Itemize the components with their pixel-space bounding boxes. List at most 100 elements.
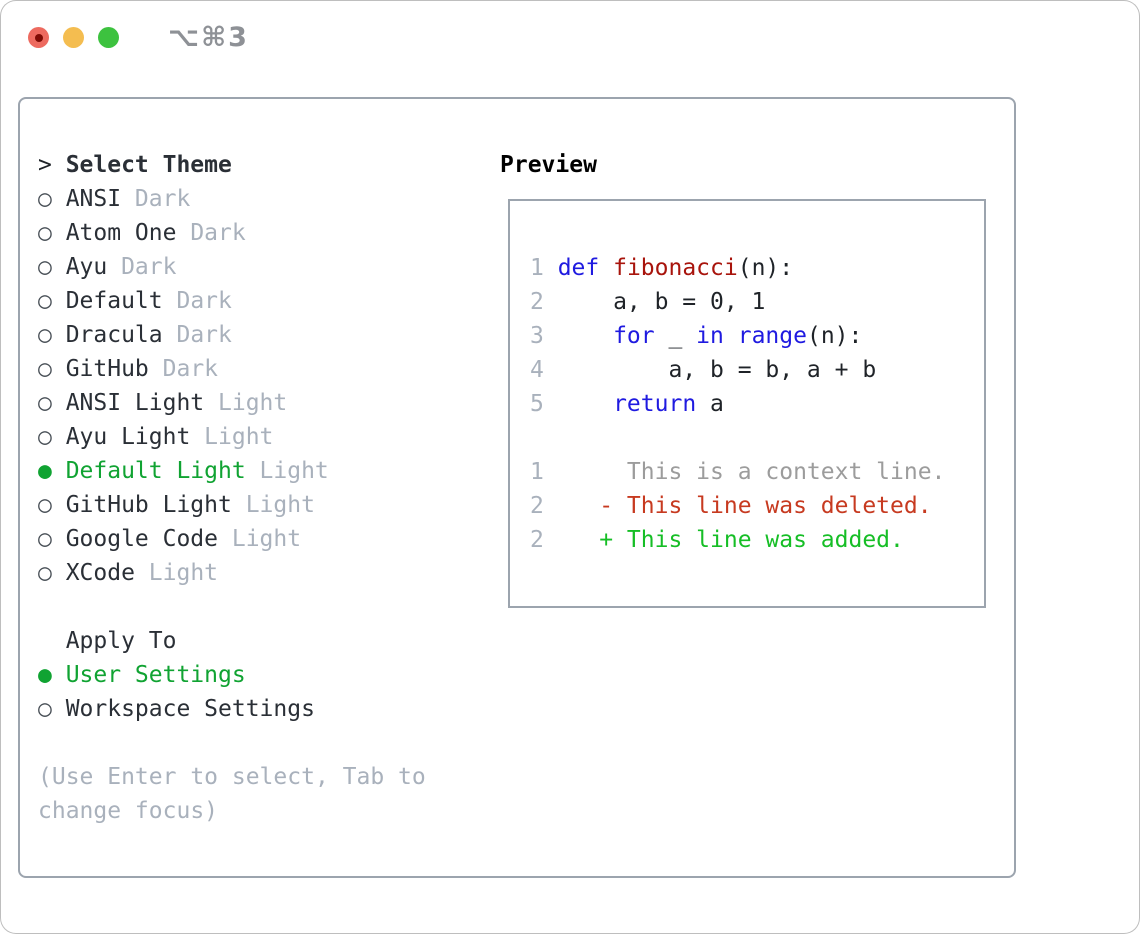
close-icon[interactable]	[28, 27, 49, 48]
theme-variant-tag: Dark	[121, 254, 177, 280]
theme-option[interactable]: ○ Dracula Dark	[38, 318, 426, 352]
code-token: for	[613, 323, 655, 349]
radio-icon[interactable]: ○	[38, 696, 52, 722]
radio-icon[interactable]: ○	[38, 492, 52, 518]
theme-name: Ayu Light	[65, 424, 191, 450]
keyboard-shortcut-label: ⌥⌘3	[168, 22, 249, 53]
minimize-icon[interactable]	[63, 27, 84, 48]
code-token: def	[557, 255, 600, 281]
radio-icon[interactable]: ○	[38, 356, 52, 382]
theme-option[interactable]: ○ Atom One Dark	[38, 216, 426, 250]
theme-name: Default	[65, 288, 163, 314]
radio-icon[interactable]: ○	[38, 254, 52, 280]
diff-line: 2 - This line was deleted.	[530, 489, 984, 523]
theme-variant-tag: Light	[245, 492, 315, 518]
code-token: a, b = b, a + b	[557, 357, 877, 383]
theme-option[interactable]: ○ GitHub Dark	[38, 352, 426, 386]
line-number: 2	[530, 289, 544, 315]
line-number: 2	[530, 527, 544, 553]
code-token: _	[654, 323, 697, 349]
theme-name: ANSI	[65, 186, 122, 212]
theme-variant-tag: Dark	[190, 220, 246, 246]
keyboard-hint: (Use Enter to select, Tab to change focus…	[38, 760, 426, 828]
theme-option[interactable]: ○ XCode Light	[38, 556, 426, 590]
code-token: + This line was added.	[599, 527, 904, 553]
radio-selected-icon[interactable]: ●	[38, 662, 52, 688]
hint-line: change focus)	[38, 794, 426, 828]
theme-name: Google Code	[65, 526, 219, 552]
code-token: in	[696, 323, 724, 349]
apply-to-options: ● User Settings ○Workspace Settings	[38, 658, 426, 726]
unsaved-dot-icon	[34, 33, 43, 42]
apply-to-option[interactable]: ○Workspace Settings	[38, 692, 426, 726]
theme-option[interactable]: ○ ANSI Dark	[38, 182, 426, 216]
line-number: 5	[530, 391, 544, 417]
zoom-icon[interactable]	[98, 27, 119, 48]
hint-text: change focus)	[38, 798, 219, 824]
theme-name: XCode	[65, 560, 135, 586]
code-token: fibonacci	[613, 255, 738, 281]
line-number: 3	[530, 323, 544, 349]
radio-icon[interactable]: ○	[38, 322, 52, 348]
radio-icon[interactable]: ○	[38, 186, 52, 212]
apply-to-name: User Settings	[65, 662, 246, 688]
theme-option[interactable]: ○ Ayu Light Light	[38, 420, 426, 454]
theme-variant-tag: Light	[259, 458, 329, 484]
theme-variant-tag: Light	[148, 560, 219, 586]
radio-icon[interactable]: ○	[38, 526, 52, 552]
theme-option[interactable]: ○ Ayu Dark	[38, 250, 426, 284]
theme-name: Atom One	[65, 220, 177, 246]
radio-icon[interactable]: ○	[38, 390, 52, 416]
theme-option[interactable]: ○ Google Code Light	[38, 522, 426, 556]
code-token	[558, 387, 613, 421]
select-theme-header: > Select Theme	[38, 148, 426, 182]
code-line: 4 a, b = b, a + b	[530, 353, 984, 387]
theme-variant-tag: Light	[204, 424, 274, 450]
line-number: 4	[530, 357, 544, 383]
theme-name: GitHub	[65, 356, 149, 382]
select-theme-title: Select Theme	[65, 152, 232, 178]
theme-name: ANSI Light	[65, 390, 205, 416]
radio-icon[interactable]: ○	[38, 560, 52, 586]
code-line: 2 a, b = 0, 1	[530, 285, 984, 319]
diff-preview: 1 This is a context line.2 - This line w…	[530, 455, 984, 557]
theme-variant-tag: Light	[218, 390, 288, 416]
theme-variant-tag: Dark	[176, 322, 232, 348]
code-token	[724, 319, 738, 353]
diff-line: 2 + This line was added.	[530, 523, 984, 557]
radio-icon[interactable]: ○	[38, 288, 52, 314]
theme-name: Ayu	[65, 254, 108, 280]
apply-to-option[interactable]: ● User Settings	[38, 658, 426, 692]
code-token: a, b = 0, 1	[557, 289, 766, 315]
theme-name: Default Light	[65, 458, 246, 484]
code-token	[599, 251, 613, 285]
diff-line: 1 This is a context line.	[530, 455, 984, 489]
theme-variant-tag: Dark	[162, 356, 219, 382]
code-token	[558, 489, 600, 523]
radio-selected-icon[interactable]: ●	[38, 458, 52, 484]
code-token	[558, 319, 613, 353]
radio-icon[interactable]: ○	[38, 424, 52, 450]
code-token: return	[613, 391, 697, 417]
window-titlebar: ⌥⌘3	[28, 22, 249, 53]
focus-caret-icon: >	[38, 152, 52, 178]
code-line: 3 for _ in range(n):	[530, 319, 984, 353]
theme-variant-tag: Light	[231, 526, 302, 552]
theme-name: Dracula	[65, 322, 163, 348]
theme-option[interactable]: ○ ANSI Light Light	[38, 386, 426, 420]
radio-icon[interactable]: ○	[38, 220, 52, 246]
line-number: 2	[530, 493, 544, 519]
hint-line: (Use Enter to select, Tab to	[38, 760, 426, 794]
theme-option[interactable]: ● Default Light Light	[38, 454, 426, 488]
theme-variant-tag: Dark	[134, 186, 191, 212]
code-token: range	[737, 323, 807, 349]
apply-to-section: Apply To ●User Settings○Workspace Settin…	[38, 624, 426, 726]
